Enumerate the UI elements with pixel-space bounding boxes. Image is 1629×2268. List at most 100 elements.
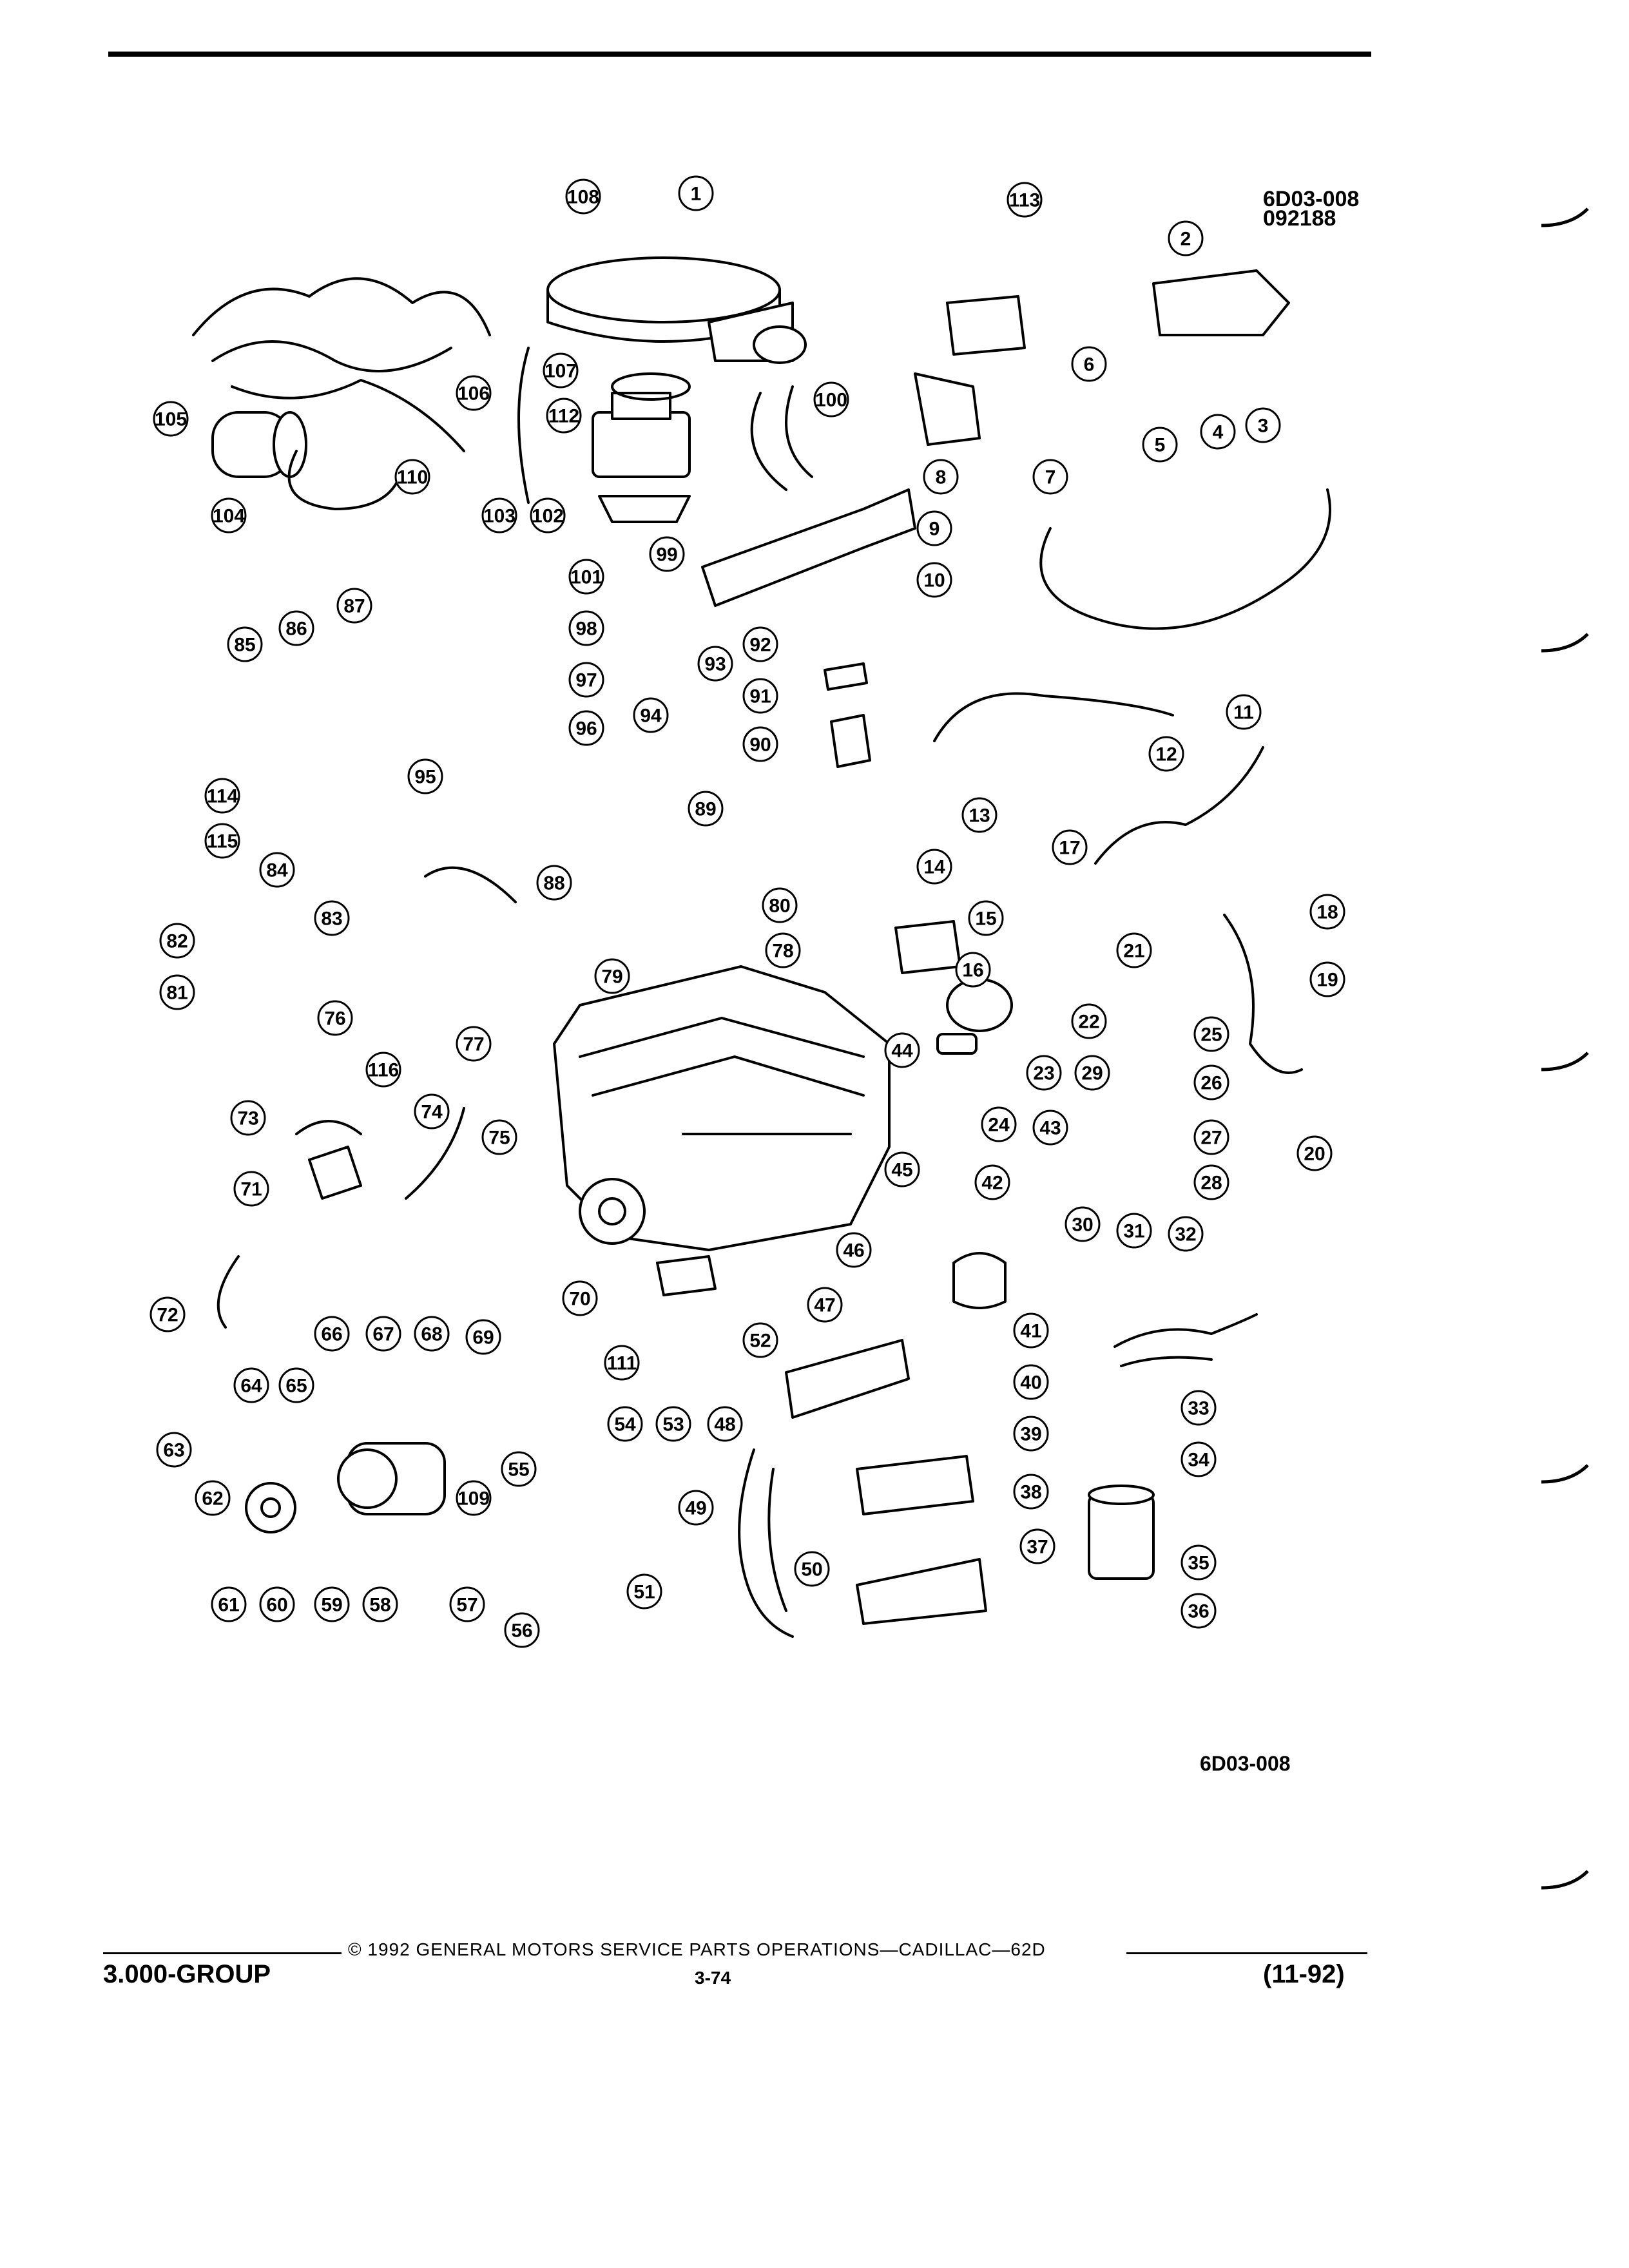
- callout-circle: [314, 900, 350, 936]
- callout-label: 11: [1233, 702, 1254, 724]
- binding-mark-1: [1541, 207, 1589, 227]
- callout-17: 17: [1052, 829, 1088, 865]
- callout-circle: [414, 1316, 450, 1352]
- footer-group: 3.000-GROUP: [103, 1960, 271, 1988]
- callout-54: 54: [607, 1406, 643, 1442]
- callout-circle: [501, 1451, 537, 1487]
- callout-3: 3: [1245, 407, 1281, 443]
- callout-circle: [414, 1093, 450, 1129]
- vacuum-hose-part: [1039, 488, 1331, 630]
- callout-circle: [742, 678, 778, 714]
- callout-circle: [278, 1367, 314, 1403]
- callout-circle: [481, 1119, 517, 1155]
- callout-78: 78: [765, 932, 801, 968]
- callout-60: 60: [259, 1586, 295, 1622]
- callout-label: 33: [1188, 1398, 1209, 1419]
- callout-circle: [317, 1000, 353, 1036]
- callout-100: 100: [813, 381, 849, 418]
- tube-part: [405, 1107, 465, 1200]
- callout-10: 10: [916, 562, 952, 598]
- callout-28: 28: [1193, 1164, 1229, 1200]
- pulley-part: [245, 1482, 296, 1533]
- callout-label: 21: [1123, 941, 1144, 962]
- callout-label: 110: [397, 467, 428, 488]
- callout-circle: [1309, 961, 1345, 997]
- callout-label: 94: [640, 706, 662, 727]
- callout-label: 30: [1072, 1215, 1093, 1236]
- callout-circle: [1142, 427, 1178, 463]
- control-module-part: [946, 295, 1026, 356]
- callout-circle: [159, 923, 195, 959]
- callout-circle: [449, 1586, 485, 1622]
- callout-label: 47: [814, 1295, 835, 1316]
- callout-circle: [649, 536, 685, 572]
- callout-label: 10: [923, 570, 945, 591]
- callout-circle: [407, 758, 443, 794]
- callout-circle: [481, 497, 517, 533]
- footer-rule-right: [1126, 1952, 1367, 1954]
- callout-label: 31: [1123, 1221, 1144, 1242]
- callout-65: 65: [278, 1367, 314, 1403]
- callout-label: 69: [472, 1327, 494, 1349]
- callout-label: 87: [343, 596, 365, 617]
- callout-36: 36: [1181, 1593, 1217, 1629]
- callout-label: 28: [1200, 1173, 1222, 1194]
- callout-label: 9: [929, 519, 940, 540]
- callout-104: 104: [211, 497, 247, 533]
- callout-circle: [678, 175, 714, 211]
- callout-18: 18: [1309, 894, 1345, 930]
- callout-64: 64: [233, 1367, 269, 1403]
- callout-87: 87: [336, 588, 372, 624]
- wiring-harness-part: [192, 277, 491, 452]
- callout-111: 111: [604, 1345, 640, 1381]
- callout-label: 97: [575, 670, 597, 691]
- callout-circle: [543, 352, 579, 389]
- callout-circle: [204, 778, 240, 814]
- callout-75: 75: [481, 1119, 517, 1155]
- callout-103: 103: [481, 497, 517, 533]
- callout-label: 83: [321, 908, 342, 930]
- callout-23: 23: [1026, 1055, 1062, 1091]
- callout-89: 89: [688, 791, 724, 827]
- callout-label: 79: [601, 966, 622, 988]
- callout-114: 114: [204, 778, 240, 814]
- throttle-part: [952, 1252, 1007, 1309]
- callout-13: 13: [961, 797, 998, 833]
- callout-label: 98: [575, 619, 597, 640]
- callout-circle: [1032, 459, 1068, 495]
- callout-label: 102: [532, 506, 564, 527]
- callout-49: 49: [678, 1490, 714, 1526]
- carburetor-part: [592, 392, 691, 523]
- callout-label: 5: [1155, 435, 1166, 456]
- callout-circle: [1071, 1003, 1107, 1039]
- callout-35: 35: [1181, 1544, 1217, 1581]
- callout-circle: [149, 1296, 186, 1332]
- callout-66: 66: [314, 1316, 350, 1352]
- callout-29: 29: [1074, 1055, 1110, 1091]
- callout-16: 16: [955, 952, 991, 988]
- callout-label: 104: [213, 506, 245, 527]
- callout-circle: [707, 1406, 743, 1442]
- callout-5: 5: [1142, 427, 1178, 463]
- callout-label: 19: [1316, 970, 1338, 991]
- callout-circle: [974, 1164, 1010, 1200]
- callout-circle: [916, 562, 952, 598]
- callout-circle: [742, 726, 778, 762]
- motor-part: [211, 411, 307, 478]
- callout-circle: [230, 1100, 266, 1136]
- callout-label: 88: [543, 873, 564, 894]
- callout-20: 20: [1296, 1135, 1333, 1171]
- callout-label: 85: [234, 635, 255, 656]
- footer-copyright: © 1992 GENERAL MOTORS SERVICE PARTS OPER…: [348, 1939, 1046, 1959]
- binding-mark-3: [1541, 1052, 1589, 1072]
- callout-circle: [204, 823, 240, 859]
- callout-label: 44: [891, 1041, 913, 1062]
- callout-circle: [1193, 1016, 1229, 1052]
- footer-page-number: 3-74: [695, 1968, 731, 1988]
- header-rule: [108, 52, 1371, 57]
- callout-label: 34: [1188, 1450, 1210, 1471]
- callout-circle: [1074, 1055, 1110, 1091]
- callout-62: 62: [195, 1480, 231, 1516]
- callout-68: 68: [414, 1316, 450, 1352]
- callout-42: 42: [974, 1164, 1010, 1200]
